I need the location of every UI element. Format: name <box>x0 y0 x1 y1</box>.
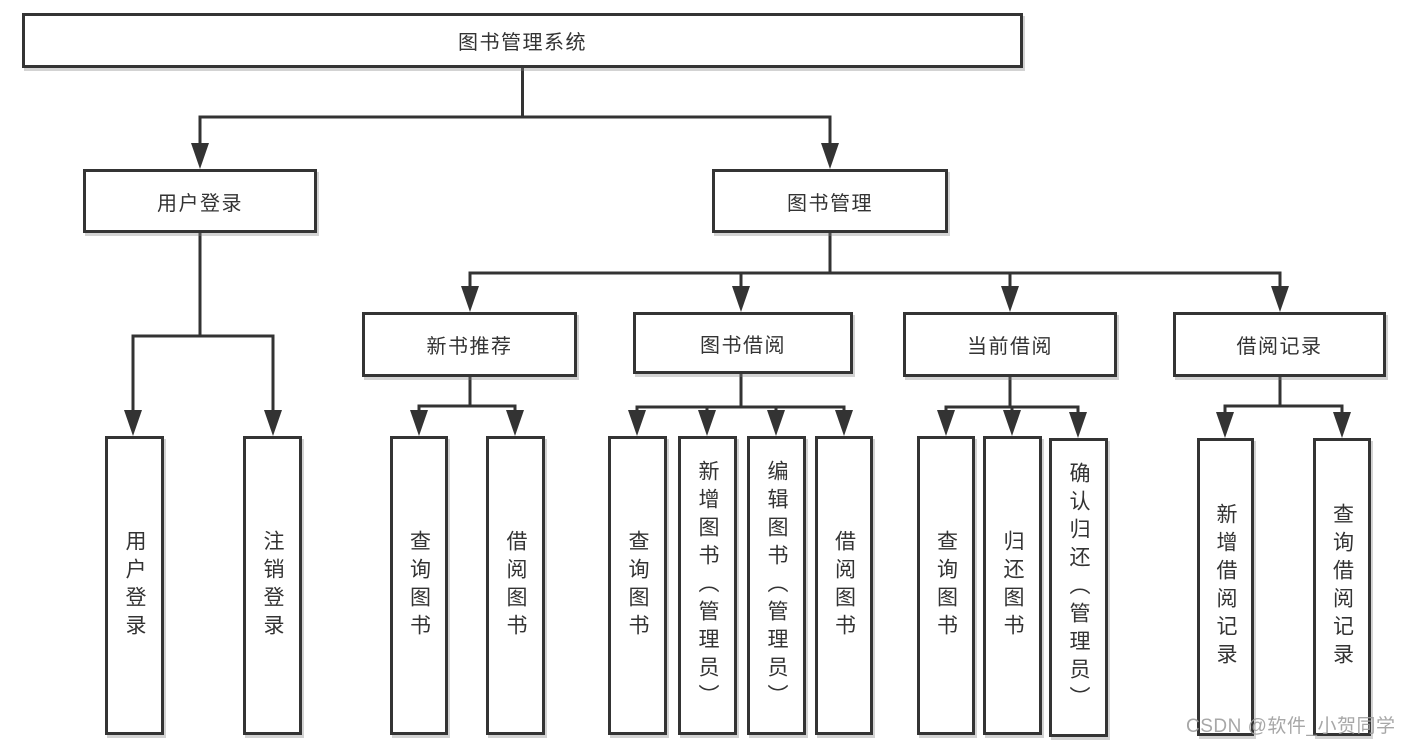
arrow-down-icon <box>767 410 785 436</box>
connector-lines <box>131 68 1344 415</box>
connector-current-subtree <box>944 377 1080 415</box>
node-new-book-recommendation: 新书推荐 <box>362 312 577 377</box>
csdn-watermark: CSDN @软件_小贺同学 <box>1186 716 1396 737</box>
arrow-down-icon <box>124 410 142 436</box>
node-book-management: 图书管理 <box>712 169 948 233</box>
arrow-down-icon <box>835 410 853 436</box>
arrow-down-icon <box>937 410 955 436</box>
leaf-logout: 注销登录 <box>243 436 302 735</box>
leaf-borrow-books-borrow: 借阅图书 <box>815 436 873 735</box>
arrow-down-icon <box>264 410 282 436</box>
arrow-down-icon <box>1069 412 1087 438</box>
connector-book-mgmt-subtree <box>468 233 1282 289</box>
connector-recommend-subtree <box>417 377 517 413</box>
node-borrowing-records: 借阅记录 <box>1173 312 1386 377</box>
node-user-login: 用户登录 <box>83 169 317 233</box>
leaf-add-borrowing-record: 新增借阅记录 <box>1197 438 1254 736</box>
arrow-down-icon <box>732 286 750 312</box>
connector-records-subtree <box>1223 377 1344 415</box>
leaf-query-books-current: 查询图书 <box>917 436 975 735</box>
arrow-down-icon <box>1333 412 1351 438</box>
arrow-down-icon <box>821 143 839 169</box>
arrow-down-icon <box>628 410 646 436</box>
leaf-query-borrowing-record: 查询借阅记录 <box>1313 438 1371 736</box>
leaf-borrow-books-recommend: 借阅图书 <box>486 436 545 735</box>
connector-borrow-subtree <box>635 374 846 413</box>
arrow-down-icon <box>1003 410 1021 436</box>
node-book-management-system: 图书管理系统 <box>22 13 1023 68</box>
arrow-down-icon <box>1001 286 1019 312</box>
arrow-down-icon <box>191 143 209 169</box>
leaf-add-books-admin: 新增图书（管理员） <box>678 436 737 735</box>
node-book-borrowing: 图书借阅 <box>633 312 853 374</box>
arrowheads <box>124 143 1351 438</box>
arrow-down-icon <box>410 410 428 436</box>
leaf-query-books-recommend: 查询图书 <box>390 436 448 735</box>
arrow-down-icon <box>1216 412 1234 438</box>
connector-user-login-subtree <box>131 233 275 413</box>
leaf-confirm-return-admin: 确认归还（管理员） <box>1049 438 1108 737</box>
leaf-user-login: 用户登录 <box>105 436 164 735</box>
leaf-query-books-borrow: 查询图书 <box>608 436 667 735</box>
arrow-down-icon <box>1271 286 1289 312</box>
node-current-borrowing: 当前借阅 <box>903 312 1117 377</box>
connector-root <box>198 68 832 146</box>
arrow-down-icon <box>506 410 524 436</box>
leaf-return-books: 归还图书 <box>983 436 1042 735</box>
arrow-down-icon <box>698 410 716 436</box>
arrow-down-icon <box>461 286 479 312</box>
leaf-edit-books-admin: 编辑图书（管理员） <box>747 436 806 735</box>
